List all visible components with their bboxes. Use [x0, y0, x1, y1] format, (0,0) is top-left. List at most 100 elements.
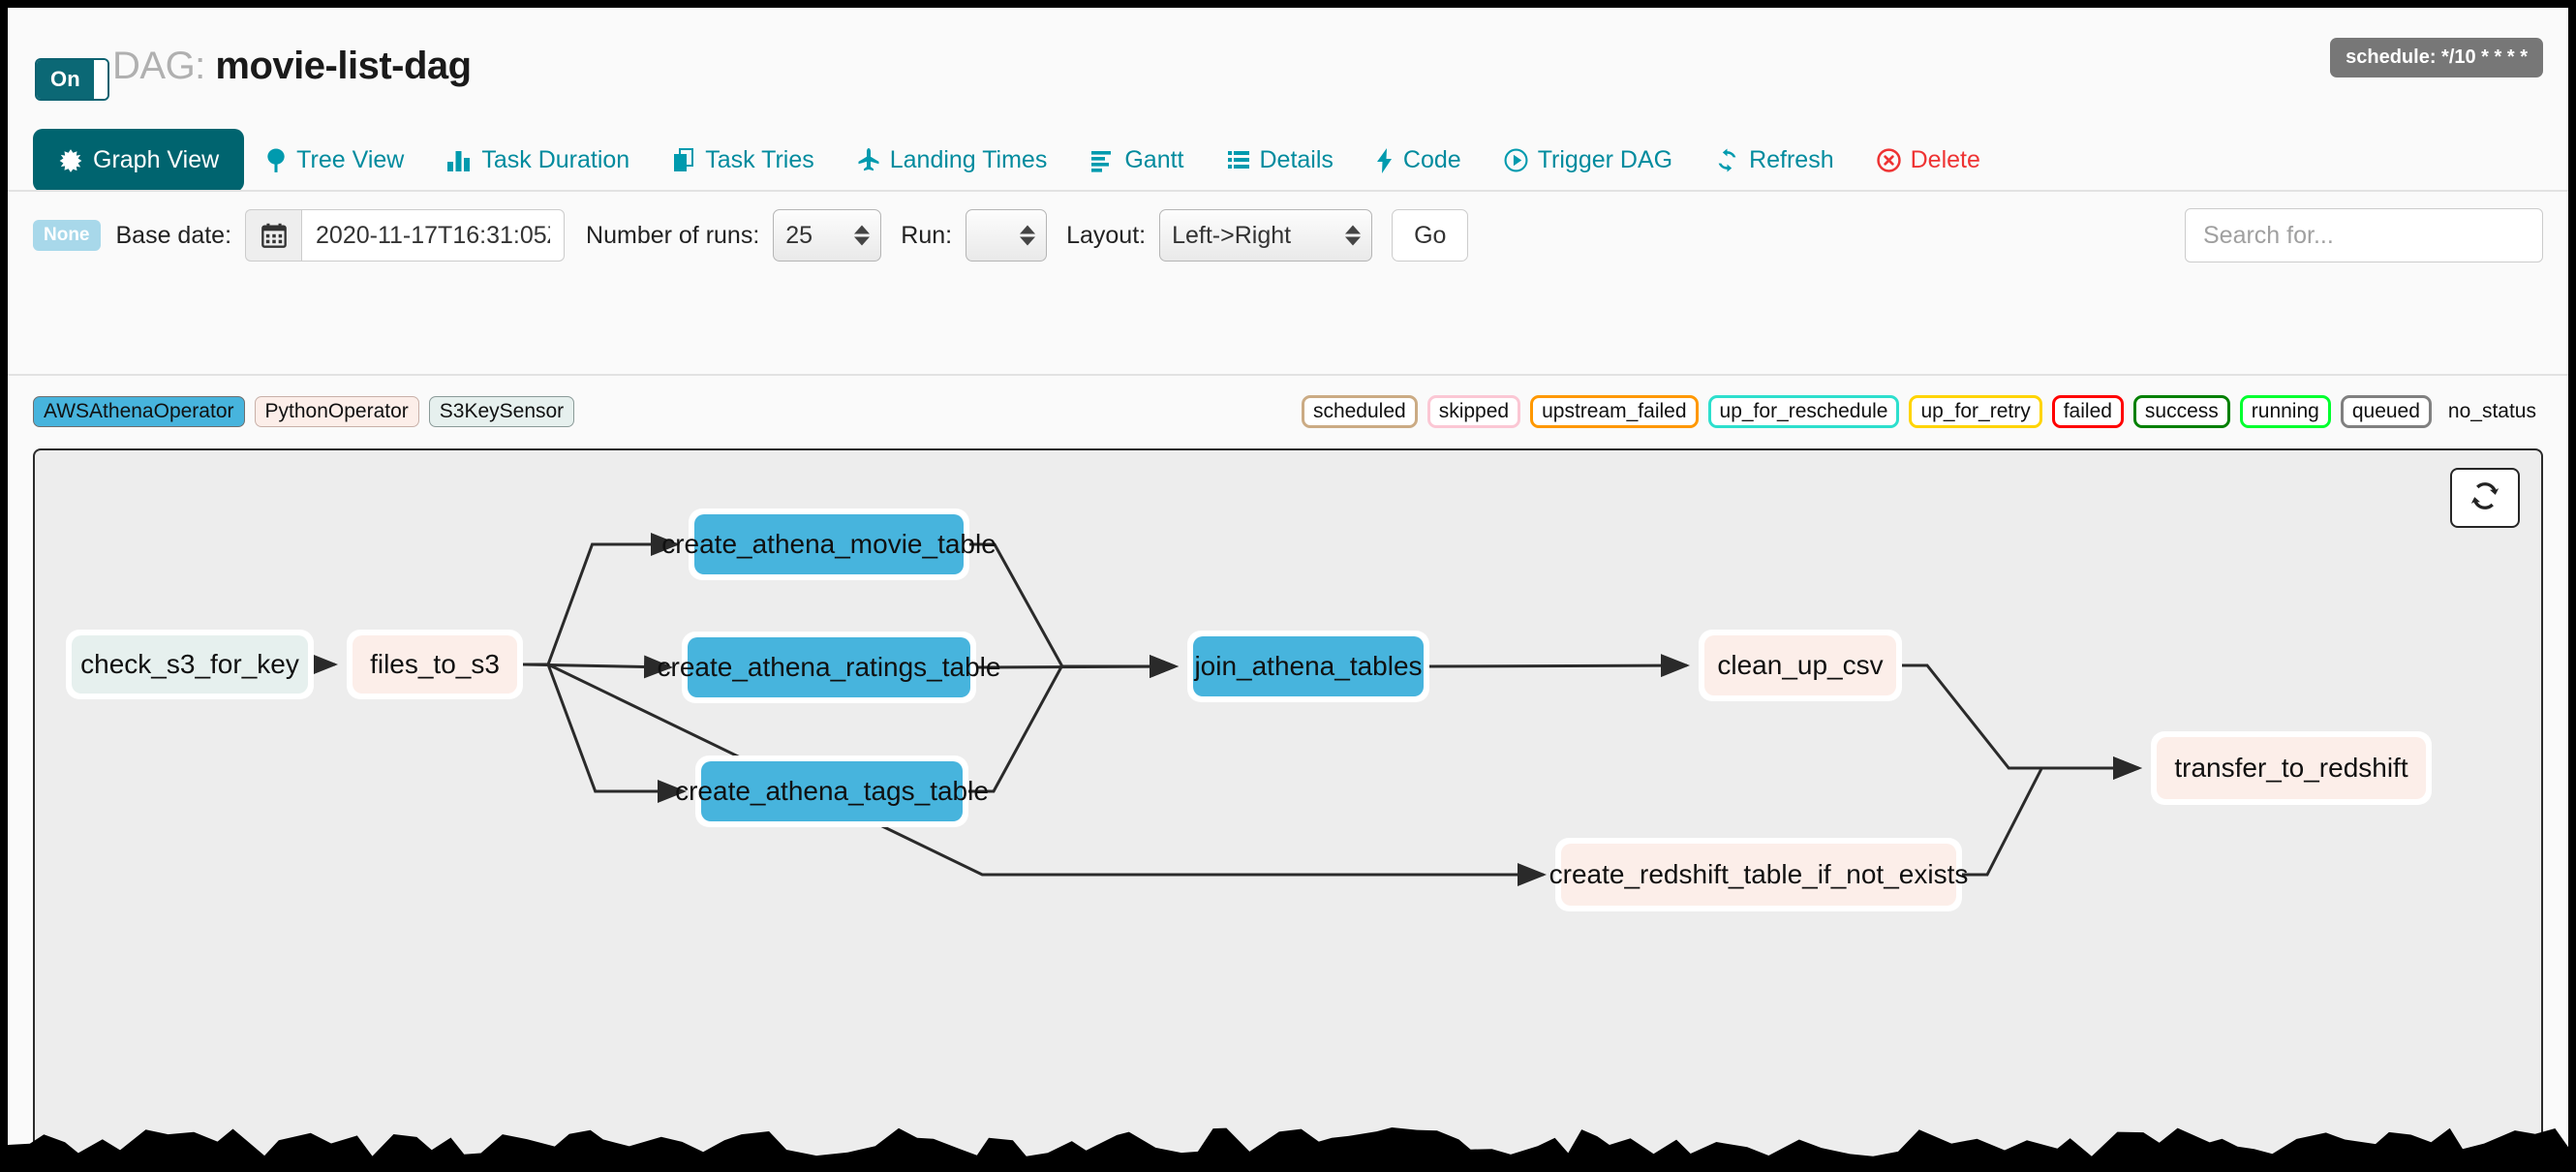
status-legend-badge[interactable]: scheduled — [1301, 395, 1418, 428]
delete-circle-icon — [1876, 148, 1901, 172]
tab-task-duration[interactable]: Task Duration — [425, 129, 651, 192]
bar-chart-icon — [446, 149, 472, 172]
status-legend-badge[interactable]: up_for_reschedule — [1707, 395, 1900, 428]
frame-left-bar — [0, 0, 8, 1172]
operator-badge[interactable]: AWSAthenaOperator — [33, 396, 245, 427]
tab-trigger-dag[interactable]: Trigger DAG — [1483, 129, 1694, 192]
search-input[interactable] — [2185, 208, 2543, 262]
dag-task-node[interactable]: create_redshift_table_if_not_exists — [1549, 838, 1968, 911]
status-legend-badge[interactable]: upstream_failed — [1530, 395, 1699, 428]
tab-delete[interactable]: Delete — [1855, 129, 2002, 192]
layout-label: Layout: — [1066, 221, 1147, 249]
num-runs-label: Number of runs: — [586, 221, 760, 249]
layout-select-wrap: Left->Right — [1159, 209, 1392, 262]
dag-edge — [523, 663, 687, 803]
page-title: DAG: movie-list-dag — [112, 45, 472, 88]
tab-landing-times[interactable]: Landing Times — [836, 129, 1069, 192]
dag-pause-toggle[interactable]: On — [35, 58, 109, 101]
gantt-bars-icon — [1089, 149, 1115, 172]
num-runs-select[interactable]: 25 — [773, 209, 882, 262]
dag-task-node[interactable]: clean_up_csv — [1699, 630, 1902, 701]
dag-task-node[interactable]: create_athena_movie_table — [661, 509, 997, 580]
go-button[interactable]: Go — [1392, 209, 1469, 262]
status-legend-badge[interactable]: running — [2239, 395, 2331, 428]
page-header: On DAG: movie-list-dag schedule: */10 * … — [8, 8, 2568, 129]
dag-name-label: movie-list-dag — [215, 45, 472, 87]
filter-toolbar: None Base date: Number of runs: — [8, 192, 2568, 279]
tab-task-tries[interactable]: Task Tries — [651, 129, 836, 192]
frame-right-bar — [2568, 0, 2576, 1172]
dag-task-label: join_athena_tables — [1193, 636, 1424, 696]
tab-gantt[interactable]: Gantt — [1068, 129, 1205, 192]
tab-details[interactable]: Details — [1206, 129, 1355, 192]
dag-task-label: transfer_to_redshift — [2157, 737, 2426, 799]
status-legend-badge[interactable]: failed — [2051, 395, 2124, 428]
operator-legend: AWSAthenaOperator PythonOperator S3KeySens… — [33, 396, 584, 427]
dag-edge — [1428, 654, 1690, 678]
dag-edge — [968, 655, 1179, 793]
base-date-label: Base date: — [115, 221, 232, 249]
dag-task-label: create_redshift_table_if_not_exists — [1549, 844, 1968, 906]
run-label: Run: — [901, 221, 953, 249]
tab-graph-view[interactable]: Graph View — [33, 129, 245, 192]
graph-edges — [309, 533, 2142, 886]
graph-content: check_s3_for_key files_to_s3 create_athena… — [35, 450, 2541, 1172]
tab-label: Trigger DAG — [1537, 146, 1673, 173]
dag-task-label: create_athena_tags_table — [675, 761, 989, 821]
status-legend-badge[interactable]: skipped — [1426, 395, 1521, 428]
dag-task-label: create_athena_ratings_table — [658, 637, 1000, 697]
tab-refresh[interactable]: Refresh — [1694, 129, 1855, 192]
base-date-input[interactable] — [301, 209, 566, 262]
dag-edge — [523, 533, 680, 666]
airflow-dag-page: On DAG: movie-list-dag schedule: */10 * … — [8, 8, 2568, 1172]
tab-label: Landing Times — [889, 146, 1048, 173]
operator-badge[interactable]: PythonOperator — [254, 396, 419, 427]
tab-label: Refresh — [1749, 146, 1834, 173]
tab-label: Task Duration — [481, 146, 630, 173]
dag-prefix-label: DAG: — [112, 45, 205, 87]
layout-select[interactable]: Left->Right — [1159, 209, 1373, 262]
tab-tree-view[interactable]: Tree View — [244, 129, 425, 192]
tab-label: Gantt — [1124, 146, 1184, 173]
refresh-icon — [1715, 148, 1739, 172]
schedule-badge: schedule: */10 * * * * — [2330, 38, 2543, 77]
header-divider — [8, 190, 2568, 192]
dag-task-node[interactable]: files_to_s3 — [347, 630, 523, 699]
run-select[interactable] — [966, 209, 1048, 262]
tab-label: Tree View — [296, 146, 405, 173]
dag-task-label: check_s3_for_key — [72, 635, 308, 694]
calendar-icon[interactable] — [245, 209, 302, 262]
tab-label: Code — [1402, 146, 1461, 173]
auto-refresh-icon — [2469, 479, 2501, 517]
dag-edge — [522, 655, 673, 679]
dag-edge — [969, 542, 1179, 678]
dag-task-node[interactable]: join_athena_tables — [1187, 631, 1429, 702]
play-circle-icon — [1504, 148, 1528, 172]
legend-row: AWSAthenaOperator PythonOperator S3KeySens… — [8, 388, 2568, 435]
operator-badge[interactable]: S3KeySensor — [428, 396, 575, 427]
dag-toggle-on-label: On — [37, 60, 94, 99]
run-select-wrap — [966, 209, 1066, 262]
frame-top-bar — [0, 0, 2576, 8]
dag-task-node[interactable]: transfer_to_redshift — [2151, 731, 2432, 805]
dag-task-label: clean_up_csv — [1704, 635, 1896, 695]
graph-icon — [58, 148, 83, 173]
tab-label: Graph View — [93, 146, 220, 173]
dag-task-node[interactable]: create_athena_ratings_table — [658, 632, 1000, 703]
dag-task-node[interactable]: create_athena_tags_table — [675, 756, 989, 827]
status-legend-badge[interactable]: up_for_retry — [1909, 395, 2042, 428]
dag-graph-canvas[interactable]: check_s3_for_key files_to_s3 create_athena… — [33, 448, 2543, 1172]
status-legend-badge[interactable]: success — [2132, 395, 2230, 428]
dag-edge — [1902, 663, 2142, 780]
file-copy-icon — [672, 147, 695, 173]
dag-task-node[interactable]: check_s3_for_key — [66, 630, 314, 699]
auto-refresh-button[interactable] — [2450, 468, 2520, 528]
tree-icon — [265, 148, 287, 173]
num-runs-select-wrap: 25 — [773, 209, 901, 262]
tab-code[interactable]: Code — [1355, 129, 1483, 192]
status-legend-badge[interactable]: queued — [2340, 395, 2432, 428]
status-legend-badge[interactable]: no_status — [2447, 400, 2536, 422]
dag-edge — [1962, 756, 2142, 877]
